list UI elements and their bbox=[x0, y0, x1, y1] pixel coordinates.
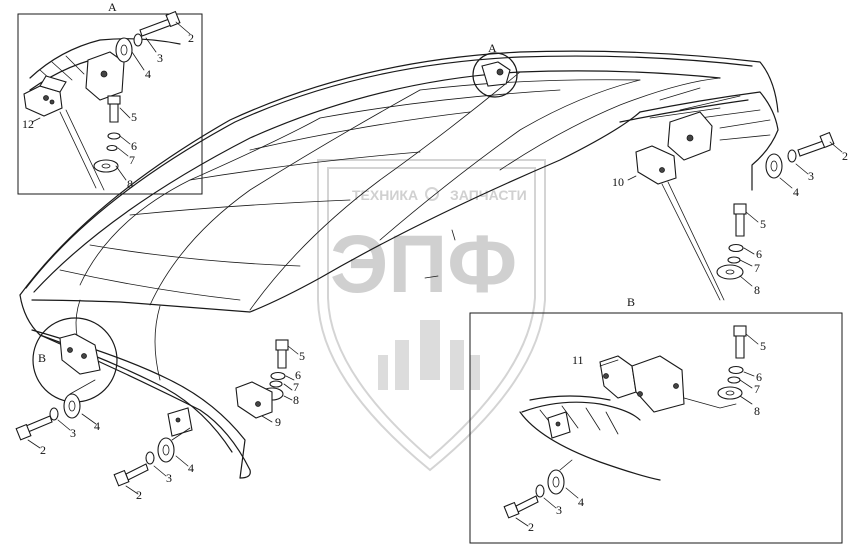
gear-icon bbox=[425, 187, 439, 201]
middle-label-8: 8 bbox=[293, 393, 299, 407]
view-a-label-12: 12 bbox=[22, 117, 34, 131]
right-side-hardware: 2 3 4 10 5 6 7 8 bbox=[612, 111, 848, 301]
watermark-big-text: ЭПФ bbox=[330, 219, 517, 310]
view-b-label-5: 5 bbox=[760, 339, 766, 353]
middle-hardware: 5 6 7 8 9 bbox=[235, 339, 305, 429]
view-b-label-6: 6 bbox=[756, 370, 762, 384]
watermark-logo: ТЕХНИКА ЗАПЧАСТИ ЭПФ bbox=[317, 159, 546, 472]
view-a-label-4: 4 bbox=[145, 67, 151, 81]
view-a-label-8: 8 bbox=[127, 177, 133, 191]
bottom-middle-label-2: 2 bbox=[136, 488, 142, 502]
detail-view-b: B 11 5 6 7 8 4 3 2 bbox=[469, 295, 843, 544]
bottom-left-label-4: 4 bbox=[94, 419, 100, 433]
callout-label-b: B bbox=[38, 351, 46, 365]
view-title-b: B bbox=[627, 295, 635, 309]
right-label-8: 8 bbox=[754, 283, 760, 297]
callout-label-a: A bbox=[488, 41, 497, 55]
right-label-5: 5 bbox=[760, 217, 766, 231]
view-b-label-7: 7 bbox=[754, 382, 760, 396]
view-a-label-3: 3 bbox=[157, 51, 163, 65]
view-b-label-8: 8 bbox=[754, 404, 760, 418]
bottom-left-hardware: 4 3 2 bbox=[15, 379, 100, 457]
bottom-left-label-2: 2 bbox=[40, 443, 46, 457]
middle-label-7: 7 bbox=[293, 380, 299, 394]
middle-label-9: 9 bbox=[275, 415, 281, 429]
view-b-label-3: 3 bbox=[556, 503, 562, 517]
middle-label-5: 5 bbox=[299, 349, 305, 363]
view-title-a: A bbox=[108, 0, 117, 14]
view-a-label-5: 5 bbox=[131, 110, 137, 124]
view-b-label-4: 4 bbox=[578, 495, 584, 509]
view-a-label-6: 6 bbox=[131, 139, 137, 153]
callout-circle-a: A bbox=[472, 41, 518, 98]
watermark-text-left: ТЕХНИКА bbox=[352, 187, 418, 203]
bottom-middle-label-4: 4 bbox=[188, 461, 194, 475]
middle-label-6: 6 bbox=[295, 368, 301, 382]
right-label-2: 2 bbox=[842, 149, 848, 163]
detail-view-a: A 2 3 4 5 6 7 8 bbox=[17, 0, 203, 195]
bottom-middle-label-3: 3 bbox=[166, 471, 172, 485]
bottom-left-label-3: 3 bbox=[70, 426, 76, 440]
view-b-label-11: 11 bbox=[572, 353, 584, 367]
right-label-7: 7 bbox=[754, 261, 760, 275]
watermark-text-right: ЗАПЧАСТИ bbox=[450, 187, 527, 203]
view-b-label-2: 2 bbox=[528, 520, 534, 534]
right-label-3: 3 bbox=[808, 169, 814, 183]
view-a-label-2: 2 bbox=[188, 31, 194, 45]
bottom-middle-hardware: 4 3 2 bbox=[113, 407, 194, 502]
right-label-6: 6 bbox=[756, 247, 762, 261]
right-label-10: 10 bbox=[612, 175, 624, 189]
view-a-label-7: 7 bbox=[129, 153, 135, 167]
right-label-4: 4 bbox=[793, 185, 799, 199]
